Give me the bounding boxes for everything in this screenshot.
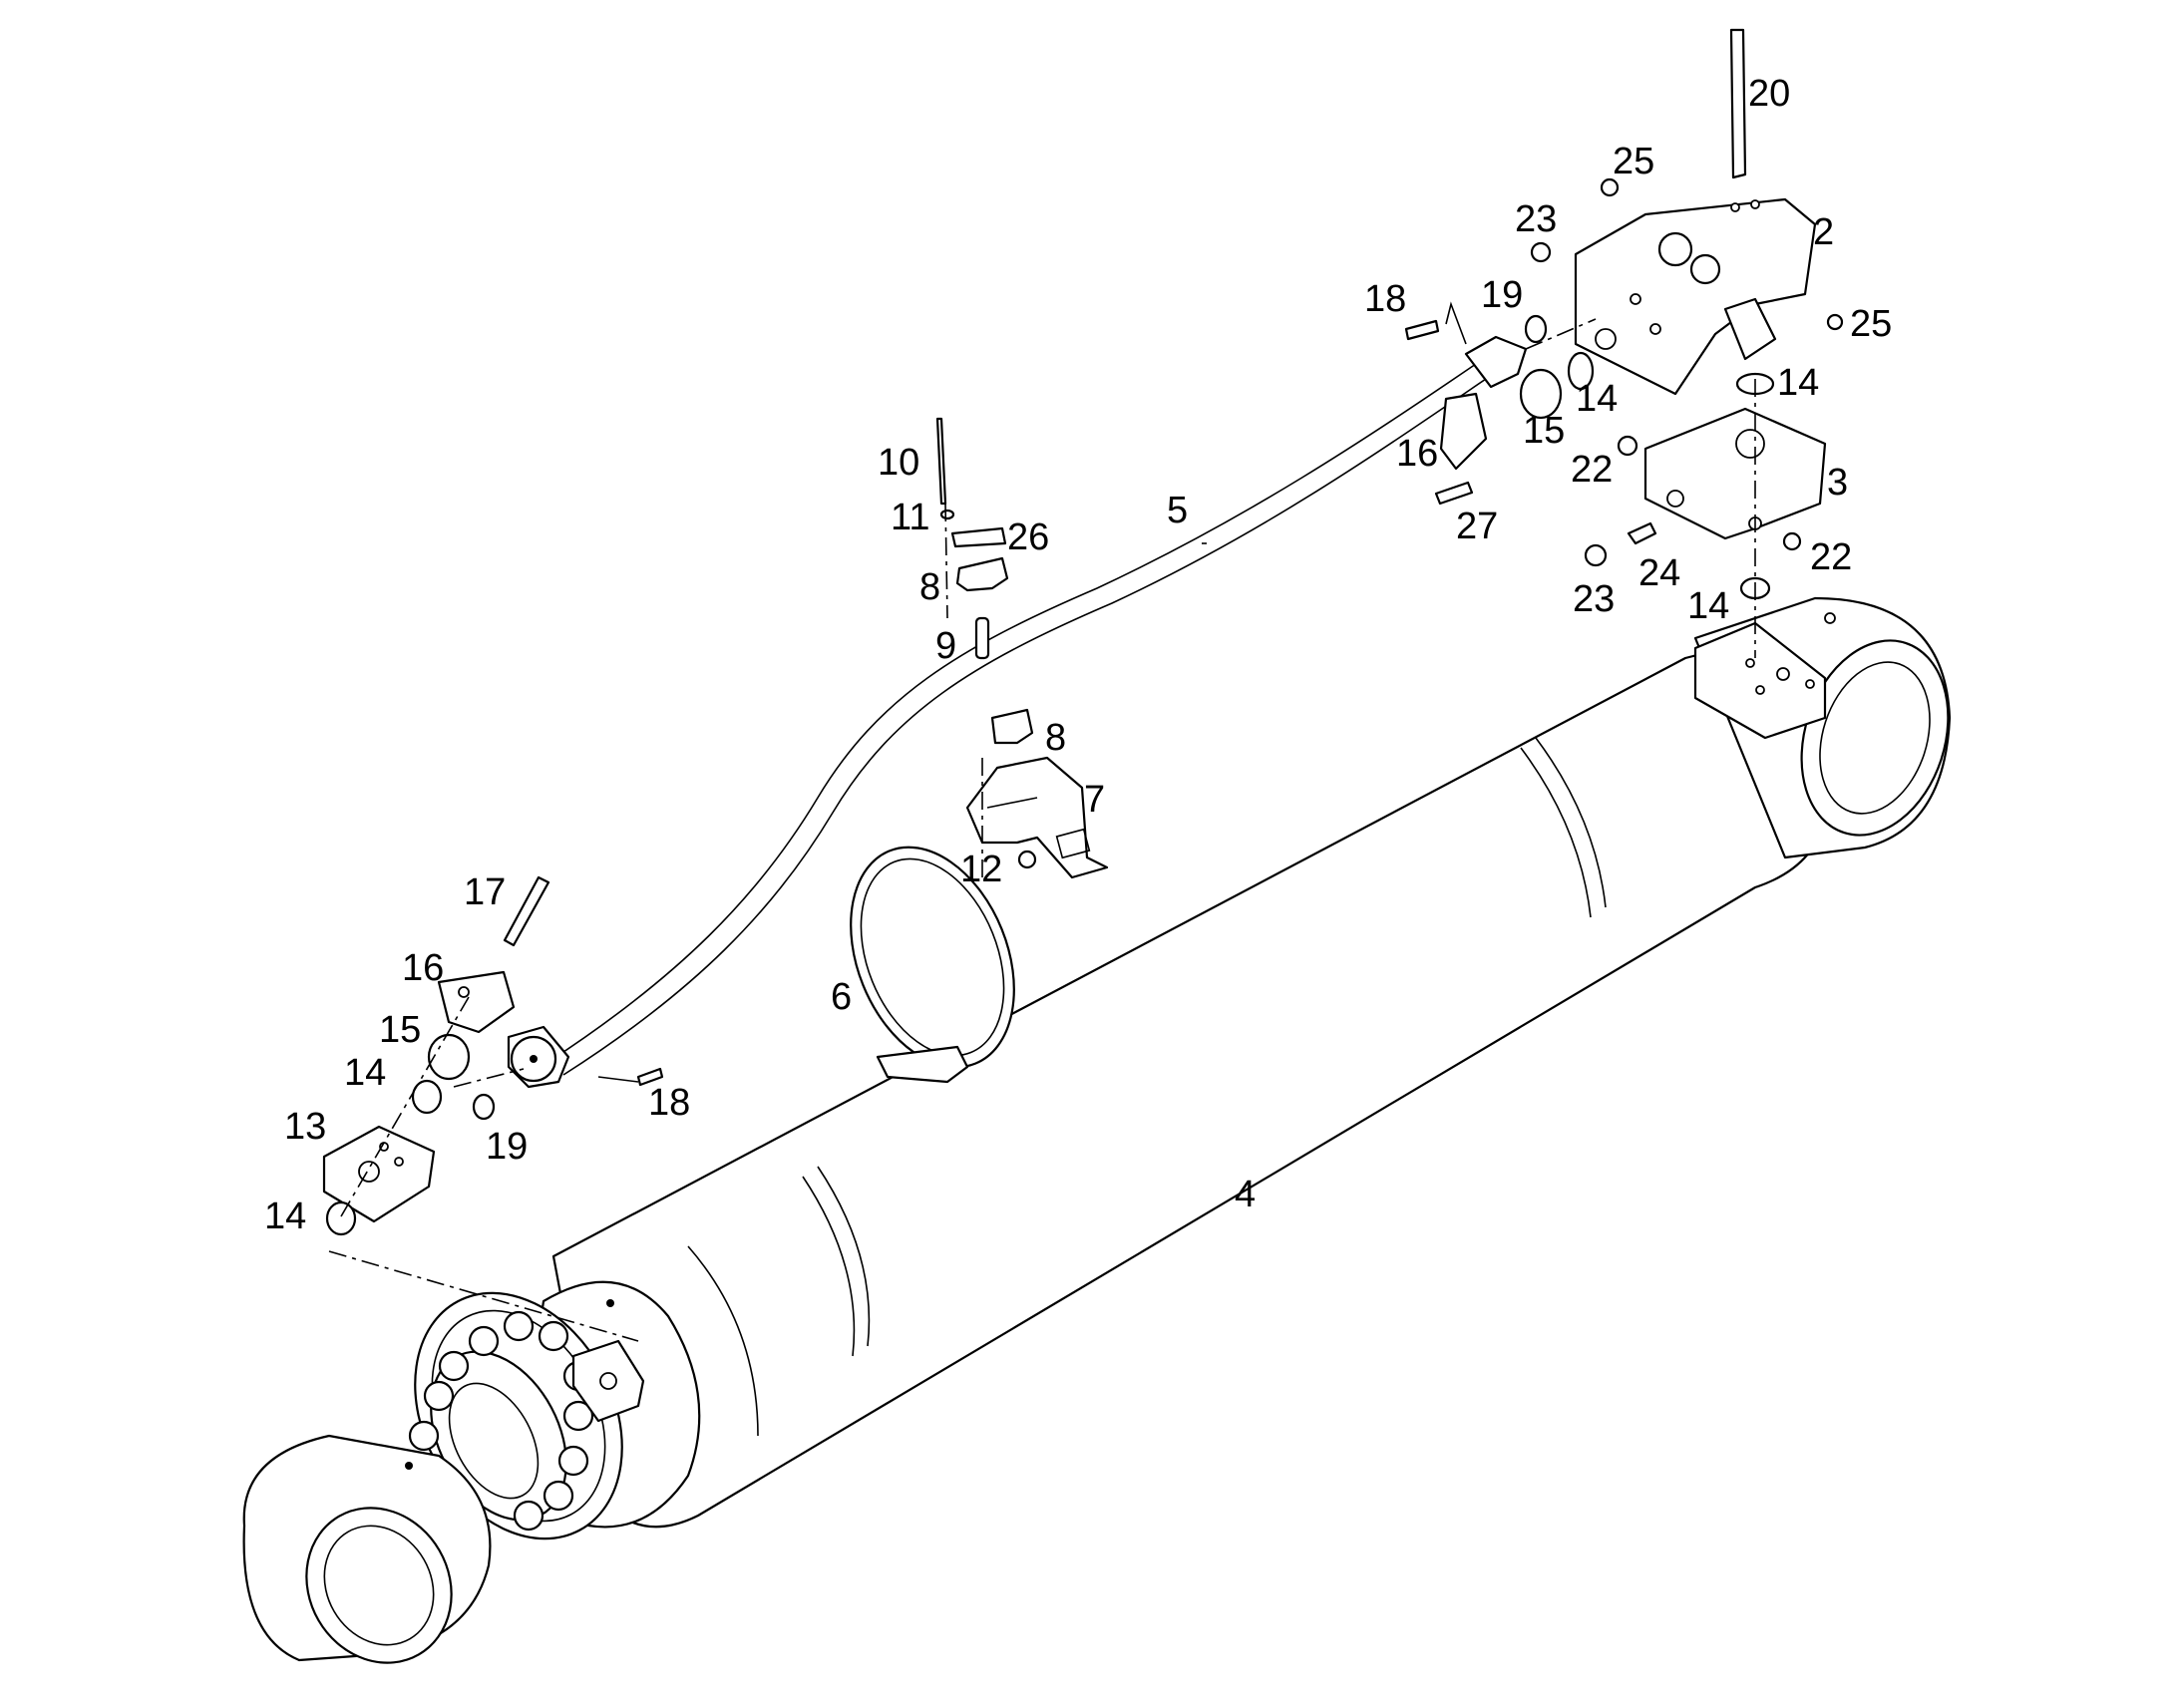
valve-block-2 <box>1574 197 1817 396</box>
bolt-18-left <box>636 1067 664 1087</box>
callout-7: 7 <box>1084 779 1105 821</box>
callout-25b: 25 <box>1850 303 1892 345</box>
callout-23a: 23 <box>1515 198 1557 240</box>
callout-14b: 14 <box>264 1196 306 1237</box>
callout-23b: 23 <box>1573 578 1615 620</box>
mounting-bracket <box>965 756 1109 879</box>
plug-23-top <box>1530 241 1552 263</box>
callout-5: 5 <box>1167 490 1188 531</box>
o-ring-19-right <box>1524 314 1548 344</box>
clamp-half-upper <box>955 556 1009 592</box>
callout-8a: 8 <box>919 566 940 608</box>
bolt-10 <box>935 417 947 506</box>
callout-22a: 22 <box>1571 449 1613 491</box>
callout-14d: 14 <box>1777 362 1819 404</box>
callout-18a: 18 <box>648 1082 690 1124</box>
callout-14c: 14 <box>1576 378 1618 420</box>
hose-clamp-band <box>850 846 1015 1084</box>
rod-end-eye <box>1693 596 1952 859</box>
o-ring-14-bottom <box>325 1200 357 1236</box>
plug-23-bottom <box>1584 543 1608 567</box>
hydraulic-cylinder <box>242 596 1952 1664</box>
plug-25-right <box>1826 313 1844 331</box>
o-ring-14-left <box>411 1079 443 1115</box>
callout-19b: 19 <box>1481 274 1523 316</box>
callout-17: 17 <box>464 871 506 913</box>
assembly-center-lines <box>328 318 1756 1342</box>
callout-4: 4 <box>1235 1174 1256 1215</box>
head-end-eye <box>242 1434 492 1664</box>
callout-18b: 18 <box>1364 278 1406 320</box>
hose-line <box>507 335 1528 1089</box>
callout-12: 12 <box>960 849 1002 890</box>
callout-labels: 2 3 4 5 6 7 8 8 9 10 11 12 13 14 14 14 1… <box>264 73 1892 1237</box>
callout-24: 24 <box>1638 552 1680 594</box>
callout-14e: 14 <box>1687 585 1729 627</box>
callout-16b: 16 <box>1396 433 1438 475</box>
callout-13: 13 <box>284 1106 326 1148</box>
o-ring-14-right <box>1567 351 1595 391</box>
callout-16a: 16 <box>402 947 444 989</box>
bolt-18-right <box>1404 319 1440 341</box>
callout-19a: 19 <box>486 1126 528 1168</box>
washer-11 <box>939 509 955 520</box>
callout-2: 2 <box>1813 211 1834 253</box>
plate-26 <box>950 526 1007 548</box>
callout-6: 6 <box>831 976 852 1018</box>
callout-27: 27 <box>1456 506 1498 547</box>
split-flange-16-right <box>1439 392 1488 471</box>
split-flange-16-left <box>437 970 516 1034</box>
o-ring-19-left <box>472 1093 496 1121</box>
callout-8b: 8 <box>1045 717 1066 759</box>
manifold-block-3 <box>1643 407 1827 540</box>
callout-26: 26 <box>1007 516 1049 558</box>
bolt-20 <box>1729 28 1747 179</box>
callout-25a: 25 <box>1613 141 1654 182</box>
callout-10: 10 <box>878 442 919 484</box>
spacer-tube <box>974 616 990 660</box>
callout-15b: 15 <box>1523 410 1565 452</box>
seal-15-right <box>1519 368 1563 420</box>
fitting-24 <box>1627 521 1657 545</box>
clamp-half-lower <box>990 708 1034 745</box>
callout-15a: 15 <box>379 1009 421 1051</box>
callout-20: 20 <box>1748 73 1790 115</box>
bolt-17 <box>503 875 550 947</box>
callout-11: 11 <box>891 497 929 538</box>
callout-9: 9 <box>935 625 956 667</box>
plug-22-left <box>1617 435 1638 457</box>
plug-22-right <box>1782 531 1802 551</box>
callout-3: 3 <box>1827 462 1848 504</box>
bolt-27 <box>1434 481 1474 506</box>
nut-12 <box>1017 850 1037 869</box>
callout-22b: 22 <box>1810 536 1852 578</box>
callout-14a: 14 <box>344 1052 386 1094</box>
leader-lines <box>597 301 1467 1083</box>
seal-15-left <box>427 1033 471 1081</box>
plug-25-top <box>1600 177 1620 197</box>
